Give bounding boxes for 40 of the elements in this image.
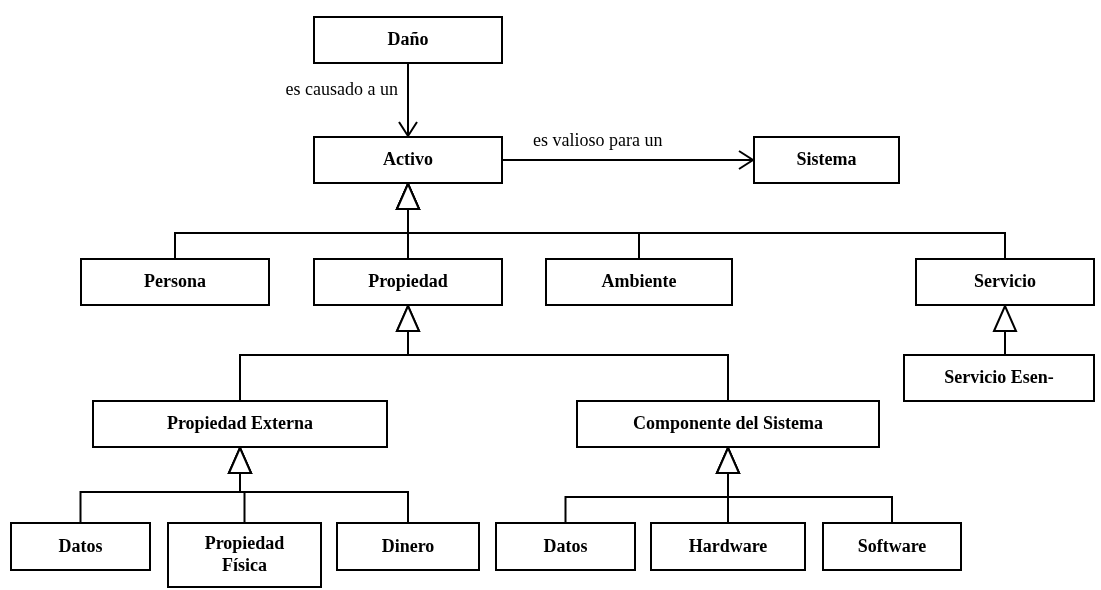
class-name: Ambiente [601,271,677,293]
class-name: Software [857,535,927,558]
class-box [822,522,962,571]
class-name: Activo [383,149,433,171]
class-name: Dinero [381,535,435,558]
class-box [10,522,151,571]
inheritance-arrow [993,305,1017,355]
class-name: Propiedad Física [203,533,286,577]
class-box [80,258,270,306]
class-box [545,258,733,306]
class-box [915,258,1095,306]
class-name: Datos [58,535,103,558]
class-name: Componente del Sistema [633,413,823,435]
class-name: Servicio [974,271,1036,293]
class-box [313,16,503,64]
inheritance-arrow [396,305,729,401]
class-name: Persona [144,271,206,293]
arrow [502,150,754,170]
class-box [167,522,322,588]
edge-label: es valioso para un [533,131,663,151]
class-box [753,136,900,184]
inheritance-arrow [396,183,1006,259]
class-name: Servicio Esen- [944,367,1054,389]
class-name: Sistema [796,149,857,171]
class-name: Daño [387,29,429,51]
class-box [336,522,480,571]
arrow [398,63,418,137]
inheritance-arrow [716,447,893,523]
inheritance-arrow [228,447,409,523]
class-name: Propiedad [368,271,448,293]
class-box [313,136,503,184]
class-box [576,400,880,448]
class-name: Datos [543,535,588,558]
class-box [495,522,636,571]
class-box [92,400,388,448]
class-name: Hardware [688,535,768,558]
class-box [313,258,503,306]
class-name: Propiedad Externa [166,413,314,435]
class-box [903,354,1095,402]
class-box [650,522,806,571]
